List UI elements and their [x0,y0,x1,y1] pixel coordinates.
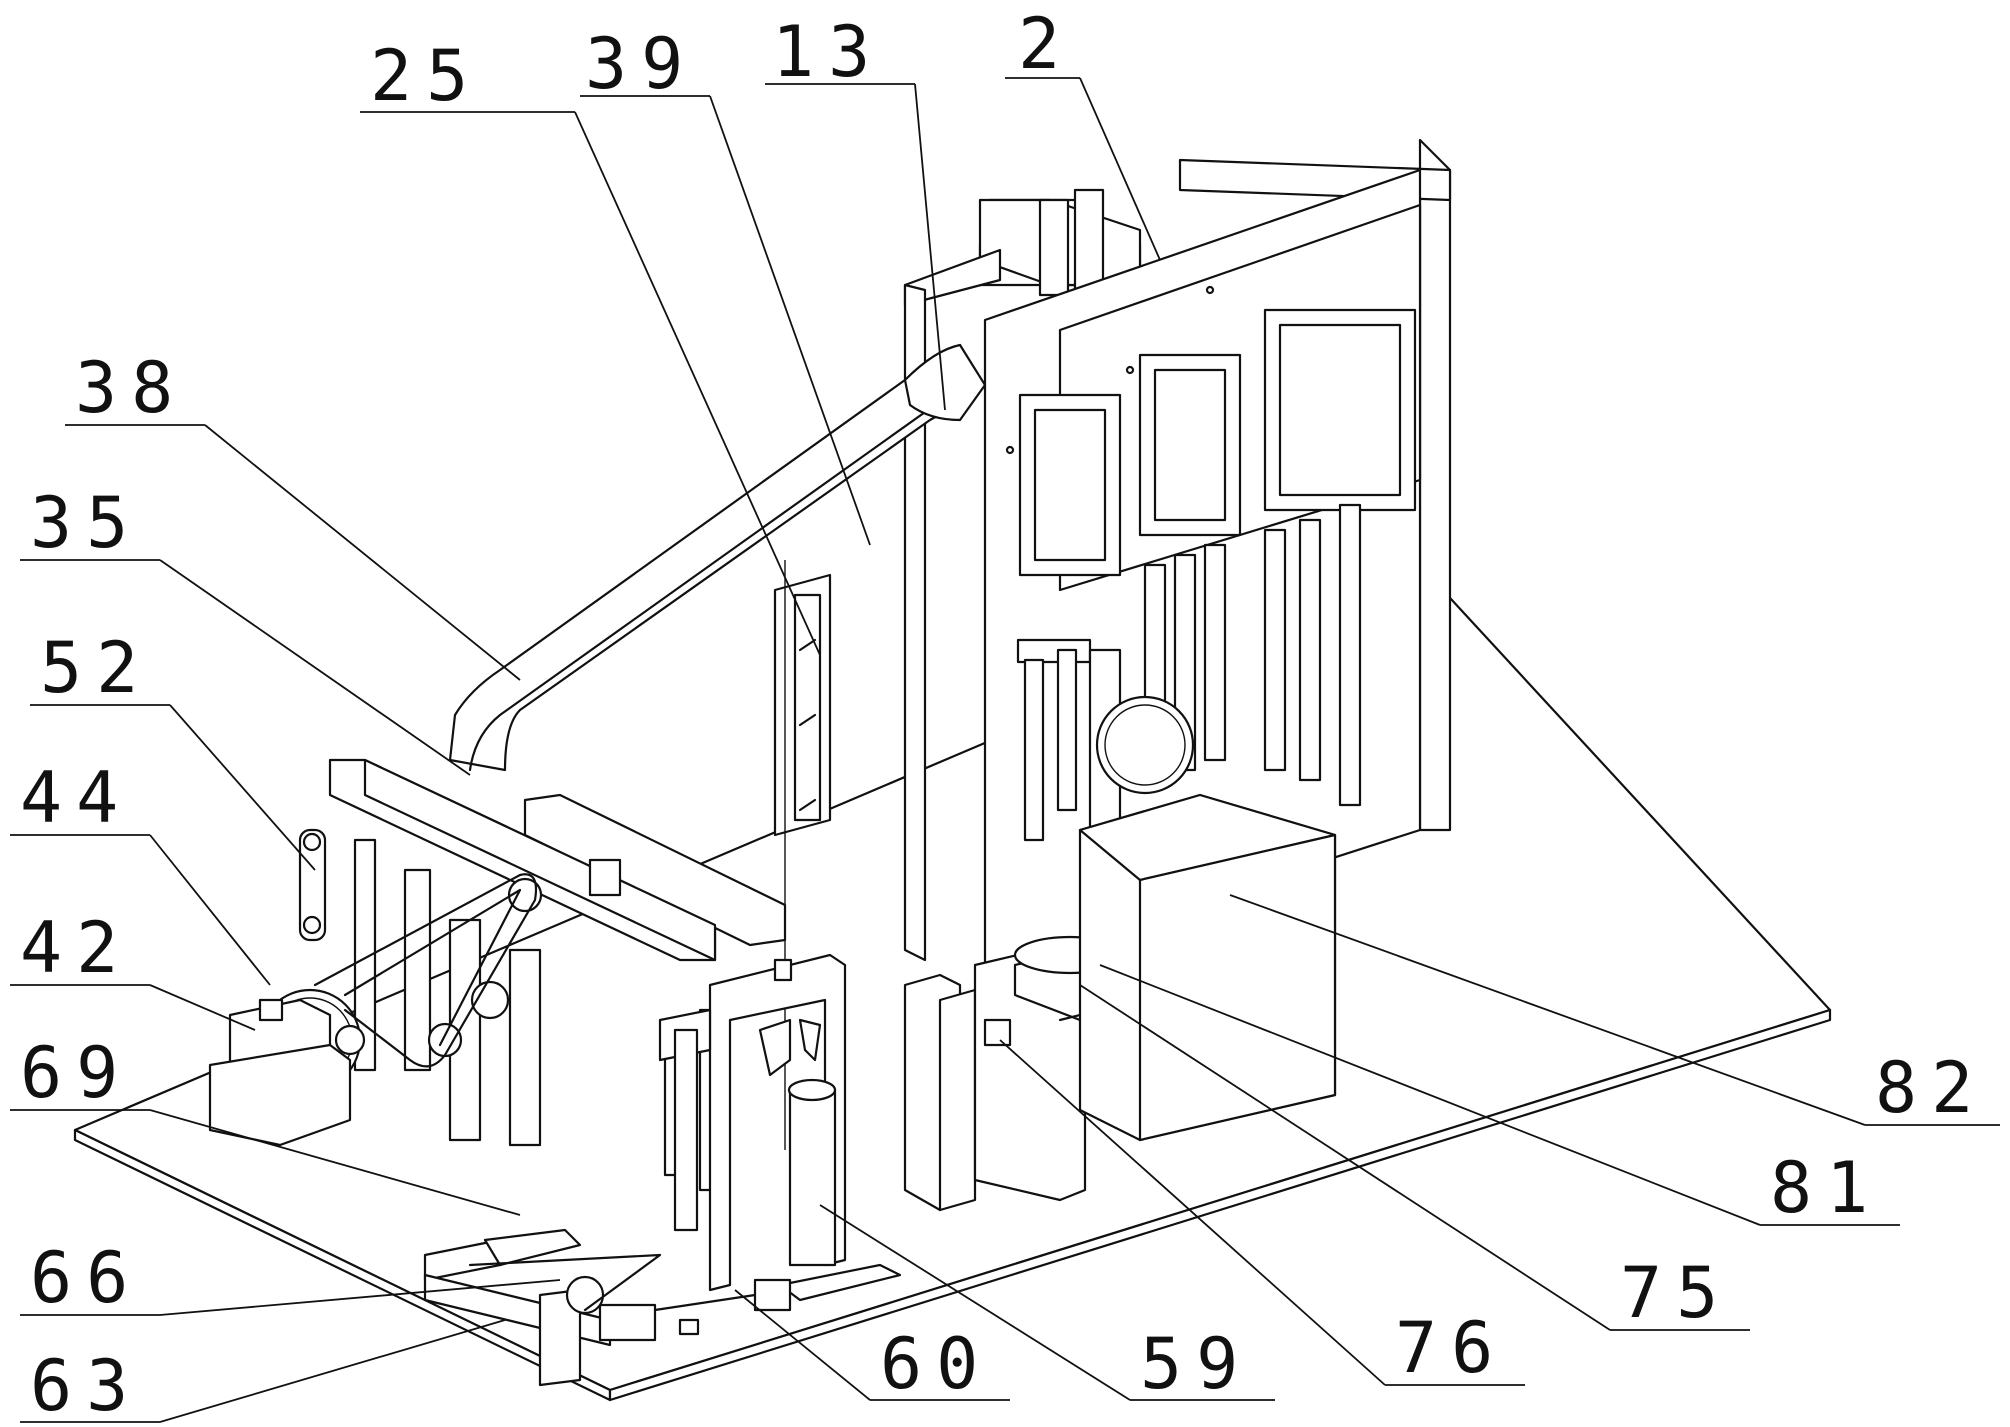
label-82: 82 [1875,1047,1987,1129]
label-42: 42 [20,907,132,989]
motor-boxes [210,1000,350,1145]
base-plate [75,560,1830,1400]
label-76: 76 [1395,1307,1507,1389]
label-25: 25 [370,35,482,117]
label-2: 2 [1018,3,1074,85]
label-39: 39 [585,23,697,105]
label-44: 44 [20,757,132,839]
label-63: 63 [30,1345,142,1427]
label-60: 60 [880,1323,992,1405]
label-35: 35 [30,482,142,564]
label-59: 59 [1140,1323,1252,1405]
label-66: 66 [30,1237,142,1319]
label-69: 69 [20,1032,132,1114]
label-81: 81 [1770,1147,1882,1229]
label-13: 13 [772,11,884,93]
label-52: 52 [40,627,152,709]
label-38: 38 [75,347,187,429]
label-75: 75 [1620,1252,1732,1334]
